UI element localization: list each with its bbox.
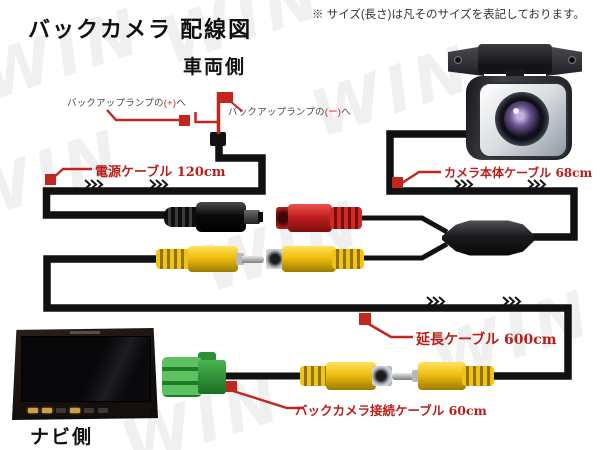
rca-pin-collar bbox=[412, 370, 420, 382]
dc-plug-body bbox=[196, 202, 246, 232]
rca-yellow-strain-relief bbox=[300, 366, 330, 386]
backup-plus-arrow bbox=[179, 115, 190, 126]
dc-power-plug bbox=[164, 202, 264, 232]
dc-plug-tip bbox=[258, 212, 263, 222]
bracket-screw-icon bbox=[454, 56, 462, 64]
green-connector-tab bbox=[198, 352, 216, 362]
cable-break-marks bbox=[84, 179, 547, 307]
nav-button-row bbox=[20, 404, 150, 416]
rca-yellow-female-camera bbox=[266, 246, 364, 272]
backup-plus-label: バックアップランプの(+)へ bbox=[67, 95, 186, 109]
extension-cable-label: 延長ケーブル 600cm bbox=[416, 332, 557, 348]
power-cable-joint bbox=[210, 132, 226, 146]
green-connector-body bbox=[198, 360, 226, 394]
rca-yellow-strain-relief bbox=[332, 249, 364, 269]
rca-red-strain-relief bbox=[330, 207, 362, 229]
backup-plus-suffix: へ bbox=[176, 98, 186, 109]
connect-cable-label: バックカメラ接続ケーブル 60cm bbox=[295, 403, 487, 418]
rca-yellow-socket bbox=[266, 249, 286, 269]
rca-pin bbox=[242, 255, 264, 263]
rca-yellow-strain-relief bbox=[156, 249, 192, 269]
power-cable-label: 電源ケーブル 120cm bbox=[95, 165, 226, 180]
rca-yellow-body bbox=[326, 362, 376, 390]
extension-label-arrow bbox=[359, 313, 371, 325]
power-label-arrow bbox=[45, 174, 56, 185]
nav-button bbox=[28, 407, 38, 413]
vehicle-side-label: 車両側 bbox=[183, 57, 247, 78]
backup-minus-arrow bbox=[219, 92, 233, 103]
backup-minus-suffix: へ bbox=[341, 107, 351, 118]
power-cable-wire bbox=[42, 133, 266, 219]
extension-label-leader bbox=[366, 321, 413, 339]
page-title: バックカメラ 配線図 bbox=[28, 17, 253, 42]
lens-glint bbox=[513, 108, 519, 114]
rca-yellow-strain-relief bbox=[462, 366, 494, 386]
camera-bracket-center bbox=[478, 44, 552, 74]
rca-red-body bbox=[288, 204, 332, 232]
camera-lens-ring bbox=[495, 92, 549, 146]
nav-button bbox=[42, 407, 52, 413]
camera-label-leader bbox=[401, 170, 441, 185]
rca-yellow-body bbox=[282, 246, 336, 272]
nav-brand-mark bbox=[70, 331, 100, 334]
green-connector-ribs bbox=[162, 357, 202, 397]
rca-red-female bbox=[276, 204, 364, 232]
rca-yellow-body bbox=[418, 362, 466, 390]
rca-yellow-female-navi bbox=[300, 362, 394, 390]
dc-plug-barrel bbox=[244, 210, 260, 224]
rear-camera bbox=[440, 36, 590, 164]
navi-side-label: ナビ側 bbox=[30, 427, 94, 448]
rca-pin bbox=[392, 372, 414, 380]
camera-bracket-right-wing bbox=[546, 46, 582, 76]
rca-yellow-body bbox=[188, 246, 238, 272]
camera-label-arrow bbox=[392, 177, 403, 188]
backup-minus-leader bbox=[229, 100, 243, 112]
camera-cable-wire bbox=[386, 130, 578, 241]
size-note: ※ サイズ(長さ)は凡そのサイズを表記しております。 bbox=[312, 9, 585, 21]
nav-button bbox=[84, 407, 94, 413]
rca-yellow-male-row4 bbox=[392, 362, 494, 390]
rca-yellow-socket bbox=[372, 366, 392, 386]
dc-plug-strain-relief bbox=[164, 207, 202, 227]
navigation-unit bbox=[12, 328, 158, 420]
backup-minus-sign: (ー) bbox=[324, 107, 342, 118]
rca-pin-collar bbox=[236, 253, 244, 265]
inline-filter-box bbox=[442, 220, 534, 256]
backup-minus-text: バックアップランプの bbox=[228, 107, 325, 118]
extension-cable-wire bbox=[43, 255, 572, 380]
rca-yellow-male-extension bbox=[156, 246, 264, 272]
nav-button bbox=[98, 407, 108, 413]
nav-button bbox=[70, 407, 80, 413]
camera-lens bbox=[504, 101, 540, 137]
camera-faceplate bbox=[478, 82, 568, 158]
nav-button bbox=[56, 407, 66, 413]
backup-plus-sign: (+) bbox=[163, 98, 177, 109]
bracket-screw-icon bbox=[568, 56, 576, 64]
camera-split-yellow-wire bbox=[362, 241, 449, 261]
camera-cable-label: カメラ本体ケーブル 68cm bbox=[444, 166, 593, 180]
backup-minus-label: バックアップランプの(ー)へ bbox=[228, 104, 351, 118]
connect-label-leader bbox=[232, 389, 304, 410]
navi-green-connector bbox=[162, 352, 226, 398]
nav-screen bbox=[21, 336, 151, 402]
backup-plus-text: バックアップランプの bbox=[67, 98, 164, 109]
camera-split-red-wire bbox=[362, 215, 449, 235]
power-label-leader bbox=[51, 167, 92, 180]
backup-plus-leader bbox=[106, 109, 180, 122]
connect-label-arrow bbox=[226, 381, 237, 392]
